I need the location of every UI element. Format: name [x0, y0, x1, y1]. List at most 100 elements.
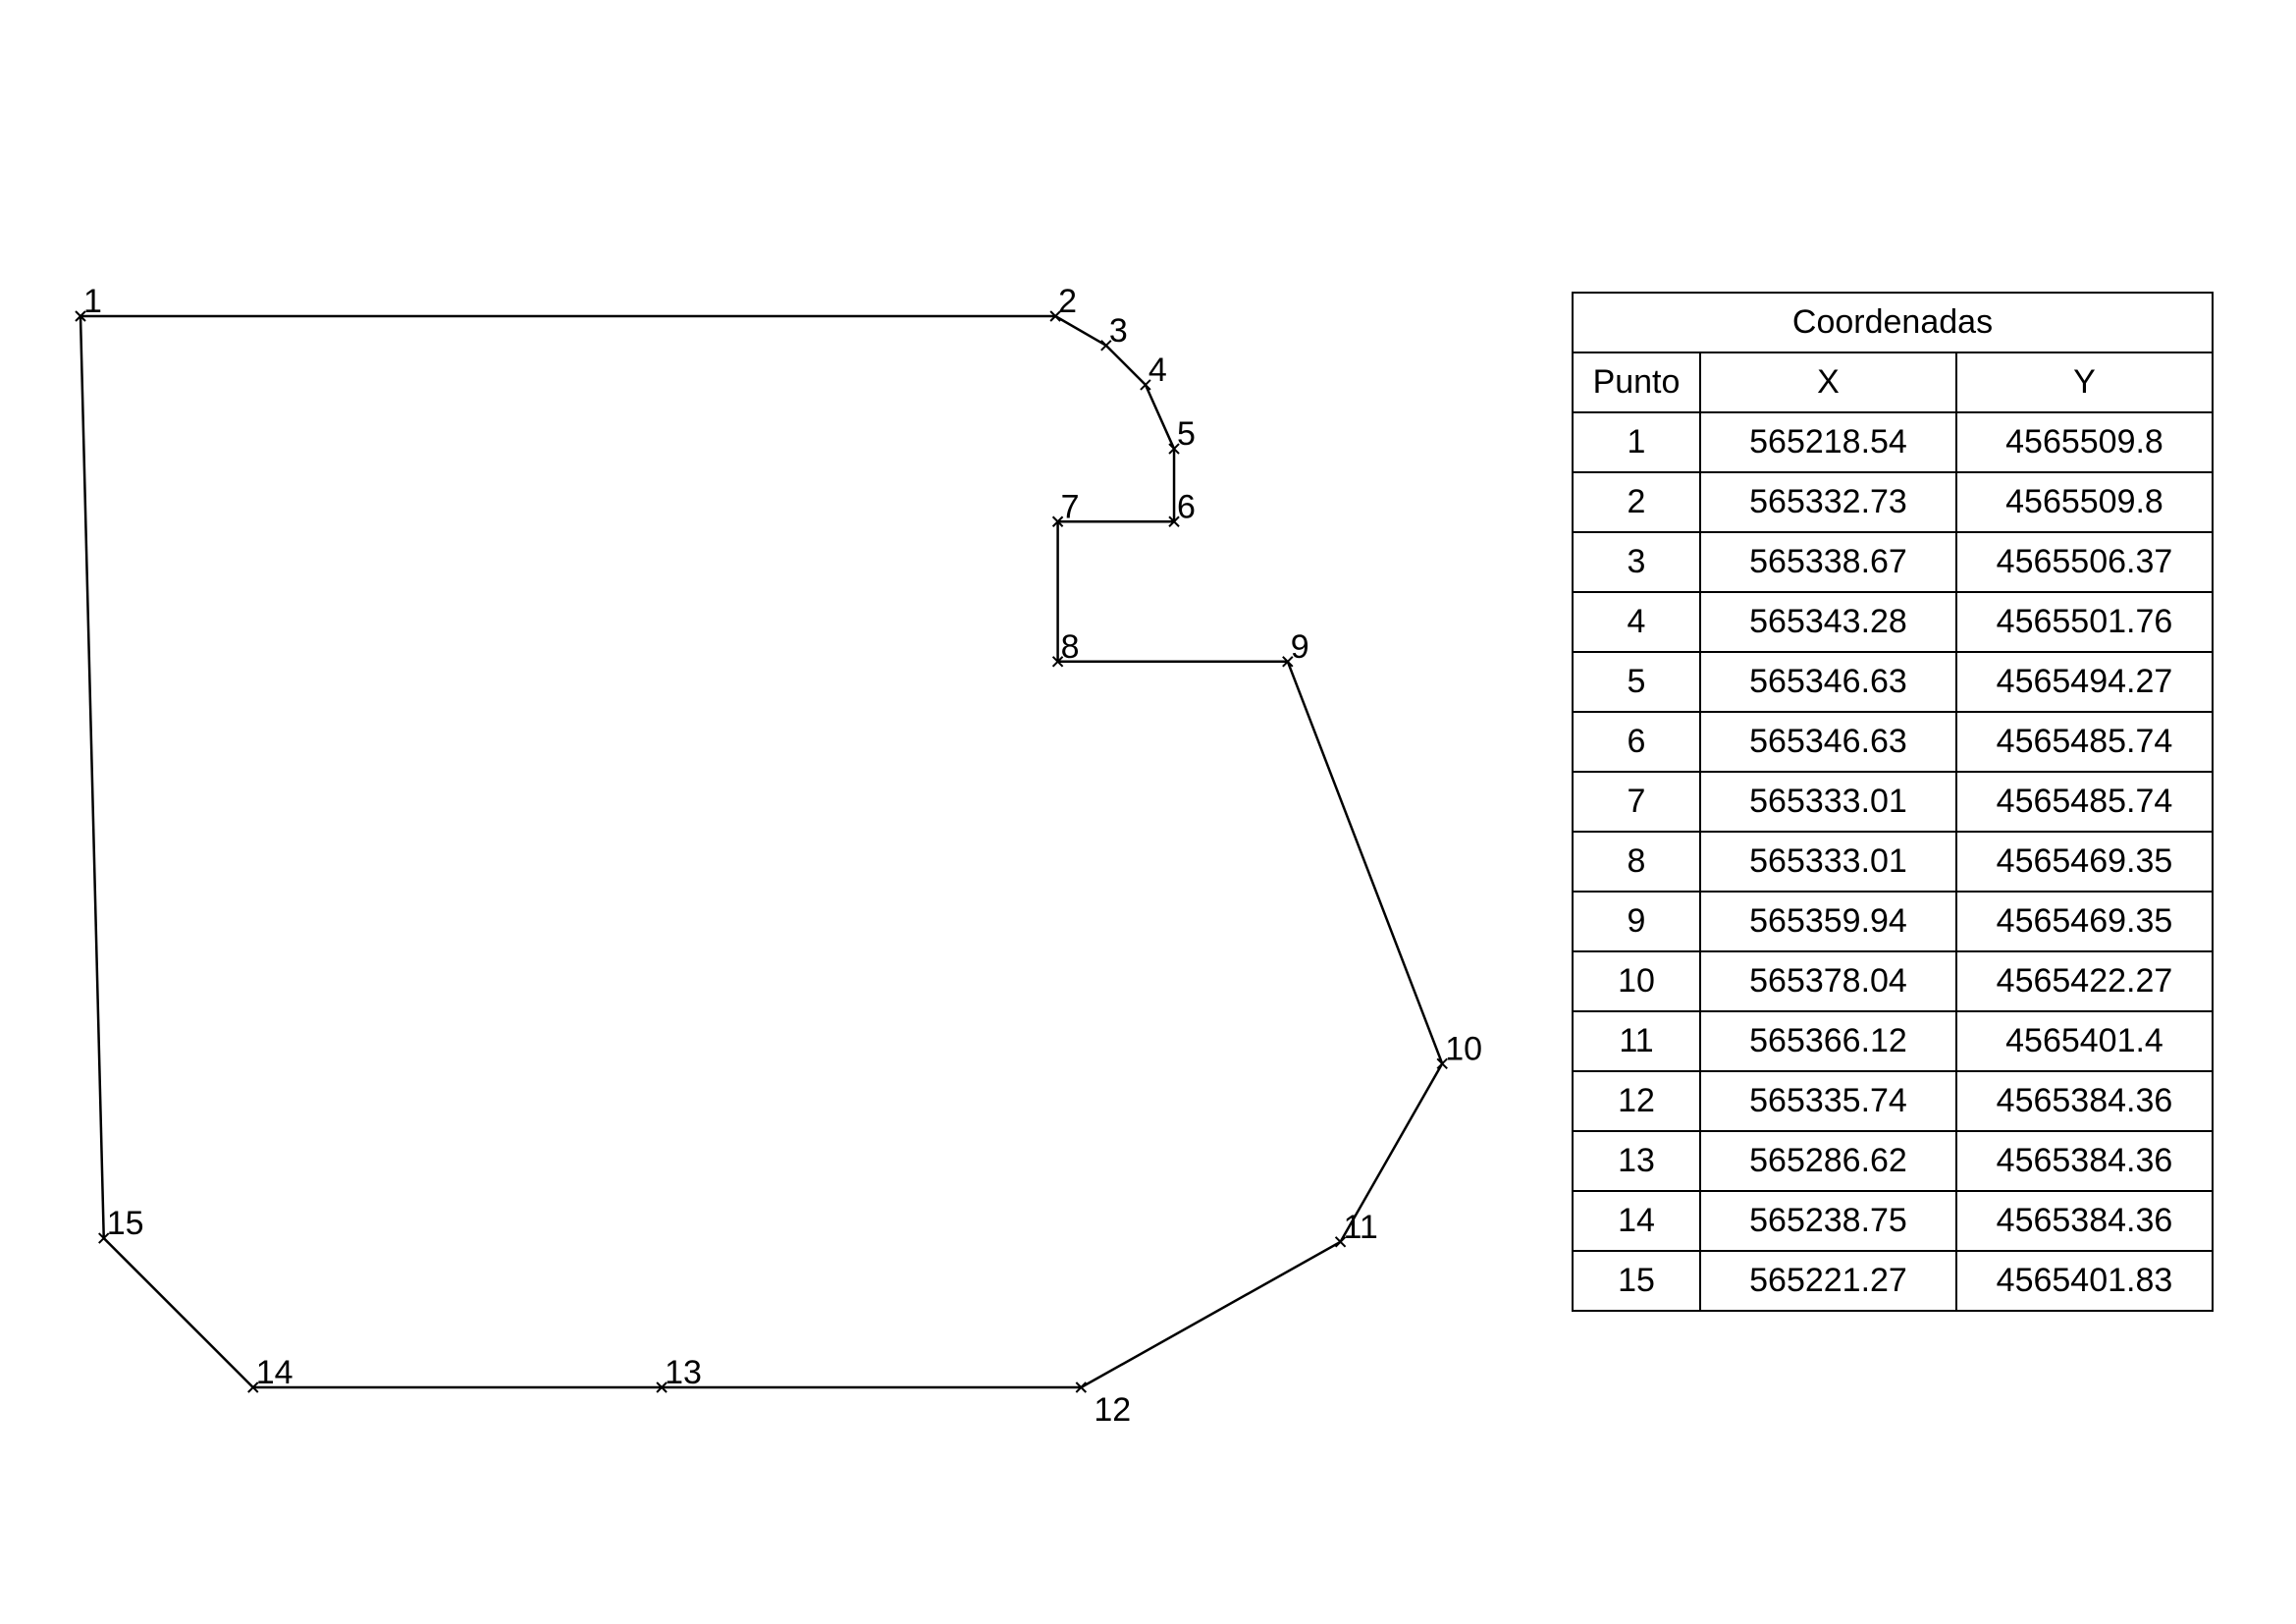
- vertex-label: 5: [1177, 415, 1196, 453]
- cell-x: 565238.75: [1699, 1190, 1957, 1252]
- vertex-label: 14: [256, 1354, 294, 1391]
- parcel-edge: [1144, 384, 1176, 450]
- parcel-edge: [1080, 1240, 1342, 1389]
- vertex-marker: [247, 1381, 259, 1393]
- cell-punto: 15: [1572, 1250, 1701, 1312]
- cell-y: 4565384.36: [1955, 1070, 2214, 1132]
- vertex-marker: [1436, 1057, 1448, 1069]
- vertex-label: 11: [1344, 1209, 1378, 1246]
- parcel-edge: [79, 315, 105, 1239]
- cell-punto: 12: [1572, 1070, 1701, 1132]
- vertex-label: 7: [1061, 488, 1080, 525]
- cell-y: 4565401.83: [1955, 1250, 2214, 1312]
- cell-x: 565359.94: [1699, 891, 1957, 952]
- cell-x: 565335.74: [1699, 1070, 1957, 1132]
- parcel-edges: [79, 314, 1444, 1389]
- cell-x: 565346.63: [1699, 651, 1957, 713]
- cell-punto: 8: [1572, 831, 1701, 893]
- cell-punto: 10: [1572, 950, 1701, 1012]
- cell-punto: 3: [1572, 531, 1701, 593]
- table-title: Coordenadas: [1572, 292, 2214, 353]
- cell-x: 565333.01: [1699, 831, 1957, 893]
- cell-y: 4565485.74: [1955, 771, 2214, 833]
- vertex-marker: [1334, 1236, 1347, 1248]
- vertex-label: 3: [1109, 312, 1128, 350]
- cell-punto: 11: [1572, 1010, 1701, 1072]
- cell-y: 4565509.8: [1955, 471, 2214, 533]
- parcel-edge: [1339, 1062, 1444, 1243]
- cell-punto: 13: [1572, 1130, 1701, 1192]
- cell-x: 565286.62: [1699, 1130, 1957, 1192]
- cell-punto: 1: [1572, 411, 1701, 473]
- cell-punto: 9: [1572, 891, 1701, 952]
- cell-punto: 14: [1572, 1190, 1701, 1252]
- header-x: X: [1699, 352, 1957, 413]
- vertex-label: 10: [1445, 1030, 1482, 1067]
- vertex-marker: [1282, 656, 1294, 668]
- vertex-label: 15: [107, 1205, 144, 1242]
- cell-punto: 4: [1572, 591, 1701, 653]
- cell-y: 4565384.36: [1955, 1190, 2214, 1252]
- vertex-label: 8: [1061, 628, 1080, 666]
- cell-x: 565378.04: [1699, 950, 1957, 1012]
- parcel-vertices: [75, 310, 1448, 1393]
- vertex-label: 2: [1058, 283, 1077, 320]
- cell-y: 4565501.76: [1955, 591, 2214, 653]
- cell-y: 4565509.8: [1955, 411, 2214, 473]
- header-y: Y: [1955, 352, 2214, 413]
- cell-y: 4565485.74: [1955, 711, 2214, 773]
- header-punto: Punto: [1572, 352, 1701, 413]
- parcel-edge: [102, 1237, 254, 1388]
- table-title-row: Coordenadas: [1572, 292, 2214, 353]
- vertex-marker: [1168, 443, 1180, 455]
- vertex-marker: [656, 1381, 667, 1393]
- cell-x: 565346.63: [1699, 711, 1957, 773]
- cell-x: 565338.67: [1699, 531, 1957, 593]
- cell-x: 565366.12: [1699, 1010, 1957, 1072]
- vertex-marker: [1051, 656, 1064, 668]
- cell-y: 4565469.35: [1955, 831, 2214, 893]
- cell-y: 4565494.27: [1955, 651, 2214, 713]
- vertex-marker: [1168, 515, 1180, 527]
- vertex-marker: [75, 310, 86, 322]
- cell-punto: 7: [1572, 771, 1701, 833]
- cell-x: 565343.28: [1699, 591, 1957, 653]
- vertex-marker: [1049, 310, 1061, 322]
- cell-punto: 5: [1572, 651, 1701, 713]
- cell-y: 4565506.37: [1955, 531, 2214, 593]
- vertex-marker: [98, 1232, 110, 1244]
- vertex-marker: [1140, 379, 1151, 391]
- cell-x: 565221.27: [1699, 1250, 1957, 1312]
- cell-x: 565332.73: [1699, 471, 1957, 533]
- vertex-label: 13: [665, 1354, 702, 1391]
- cell-x: 565333.01: [1699, 771, 1957, 833]
- vertex-marker: [1075, 1381, 1088, 1393]
- vertex-marker: [1051, 515, 1064, 527]
- cell-y: 4565469.35: [1955, 891, 2214, 952]
- cell-y: 4565384.36: [1955, 1130, 2214, 1192]
- vertex-label: 9: [1291, 628, 1309, 666]
- vertex-label: 6: [1177, 488, 1196, 525]
- table-header-row: Punto X Y: [1572, 352, 2214, 413]
- parcel-edge: [1054, 314, 1107, 347]
- cell-y: 4565401.4: [1955, 1010, 2214, 1072]
- cell-y: 4565422.27: [1955, 950, 2214, 1012]
- vertex-marker: [1100, 340, 1112, 352]
